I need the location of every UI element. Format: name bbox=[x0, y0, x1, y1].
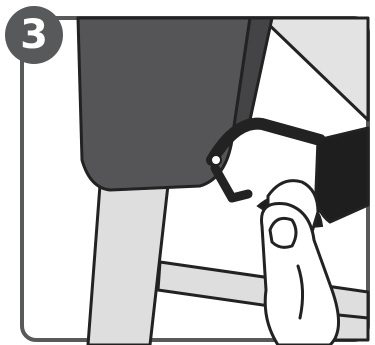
seat-body bbox=[78, 18, 250, 190]
rivet bbox=[211, 155, 221, 165]
step-number-badge: 3 bbox=[5, 6, 63, 64]
buckle bbox=[316, 128, 368, 222]
